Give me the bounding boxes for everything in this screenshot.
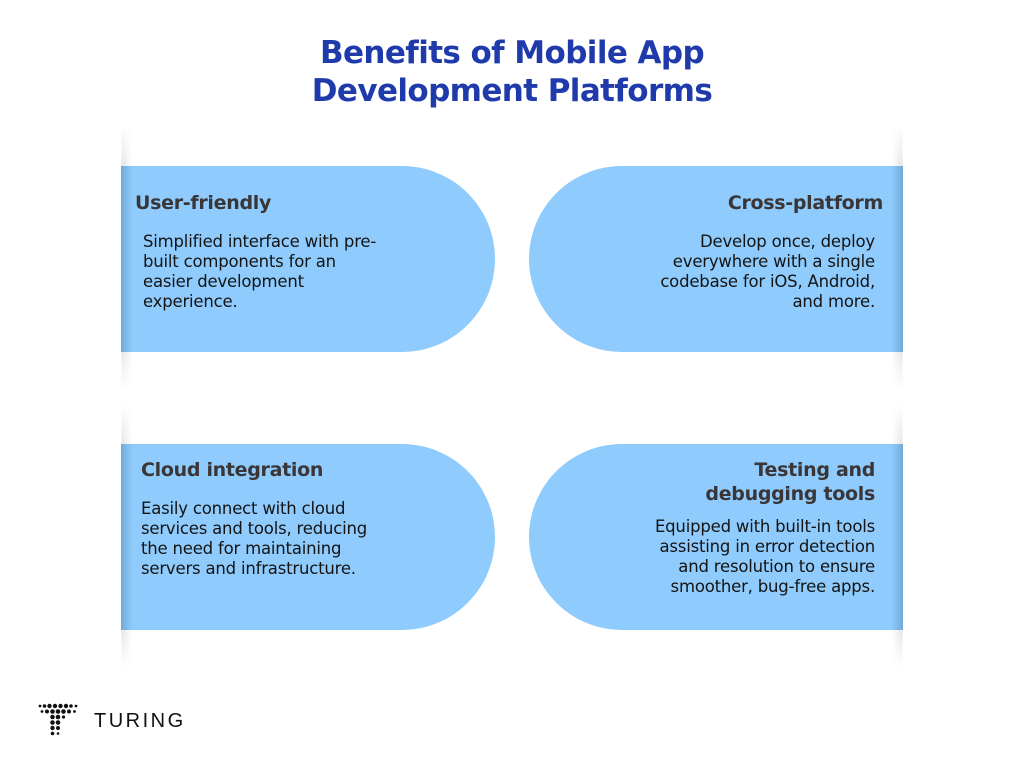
card-body-line: everywhere with a single xyxy=(672,252,875,271)
card-heading-line: debugging tools xyxy=(705,483,875,505)
logo-text: TURING xyxy=(94,709,186,732)
card-body-line: Simplified interface with pre- xyxy=(143,232,377,251)
card-body-line: Develop once, deploy xyxy=(700,232,875,251)
card-heading-line: Testing and xyxy=(754,459,875,481)
benefit-card-cross-platform: Cross-platform Develop once, deploy ever… xyxy=(529,166,903,352)
turing-logo: TURING xyxy=(38,703,186,739)
card-body-line: and more. xyxy=(792,292,876,311)
card-body-line: Equipped with built-in tools xyxy=(654,517,875,536)
title-line-1: Benefits of Mobile App xyxy=(319,35,705,71)
card-heading: User-friendly xyxy=(135,192,272,214)
benefit-card-user-friendly: User-friendly Simplified interface with … xyxy=(121,166,495,352)
card-body-line: and resolution to ensure xyxy=(678,557,875,576)
card-body-line: smoother, bug-free apps. xyxy=(670,577,876,596)
card-body-line: the need for maintaining xyxy=(141,539,342,558)
card-body-line: built components for an xyxy=(143,252,336,271)
benefit-card-cloud-integration: Cloud integration Easily connect with cl… xyxy=(121,444,495,630)
turing-dot-t-icon xyxy=(38,703,78,736)
card-heading: Testing and debugging tools xyxy=(705,458,875,506)
card-heading: Cloud integration xyxy=(141,459,324,481)
card-body: Equipped with built-in tools assisting i… xyxy=(575,517,875,597)
page-title: Benefits of Mobile App Development Platf… xyxy=(0,34,1024,110)
card-body-line: services and tools, reducing xyxy=(141,519,368,538)
card-body-line: experience. xyxy=(143,292,238,311)
card-heading: Cross-platform xyxy=(727,192,883,214)
card-body: Easily connect with cloud services and t… xyxy=(141,499,441,579)
title-line-2: Development Platforms xyxy=(311,73,713,109)
card-body: Simplified interface with pre- built com… xyxy=(143,232,443,312)
card-body-line: servers and infrastructure. xyxy=(141,559,356,578)
card-body-line: Easily connect with cloud xyxy=(141,499,346,518)
card-body: Develop once, deploy everywhere with a s… xyxy=(575,232,875,312)
card-body-line: assisting in error detection xyxy=(659,537,875,556)
card-body-line: easier development xyxy=(143,272,304,291)
benefit-card-testing-debugging: Testing and debugging tools Equipped wit… xyxy=(529,444,903,630)
card-body-line: codebase for iOS, Android, xyxy=(660,272,875,291)
